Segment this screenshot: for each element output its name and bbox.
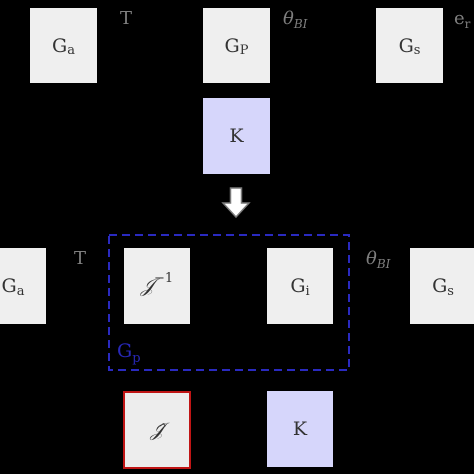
k-block-top: K	[203, 98, 270, 174]
ga-top-sub: a	[67, 43, 75, 58]
jinv-main: 𝒥	[140, 275, 154, 297]
gs-top-main: G	[398, 34, 414, 57]
theta-bottom-main: θ	[366, 248, 377, 269]
e-top-main: e	[454, 8, 465, 29]
k-top-text: K	[229, 125, 244, 147]
jhat-text: 𝒥̂	[150, 419, 164, 441]
jhat-block: 𝒥̂	[123, 391, 191, 469]
label-t-top: T	[120, 8, 133, 29]
gs-bottom-main: G	[432, 275, 448, 297]
k-bottom-text: K	[292, 418, 308, 440]
down-arrow-icon	[221, 187, 251, 219]
gp-top-sub: P	[239, 43, 249, 58]
gp-group-box	[108, 234, 350, 371]
gp-group-main: G	[117, 340, 133, 362]
label-t-bottom: T	[74, 248, 87, 269]
jinv-sup: −1	[153, 270, 174, 286]
gp-top-main: G	[224, 34, 240, 57]
gi-main: G	[290, 275, 306, 297]
theta-top-main: θ	[283, 8, 294, 29]
ga-bottom-sub: a	[16, 283, 25, 299]
theta-top-sub: BI	[293, 17, 308, 31]
theta-bottom-sub: BI	[376, 257, 391, 271]
e-top-sub: r	[464, 17, 471, 31]
label-theta-bottom: θBI	[366, 248, 391, 271]
label-e-top: er	[454, 8, 471, 31]
gi-sub: i	[305, 283, 310, 299]
gs-top-sub: s	[413, 43, 421, 58]
label-theta-top: θBI	[283, 8, 308, 31]
gp-group-label: Gp	[117, 340, 141, 366]
gs-bottom-sub: s	[447, 283, 454, 299]
gp-group-sub: p	[132, 351, 141, 366]
jinv-block: 𝒥−1	[124, 248, 190, 324]
ga-top-main: G	[52, 34, 68, 57]
ga-bottom-main: G	[1, 275, 17, 297]
k-block-bottom: K	[267, 391, 333, 467]
